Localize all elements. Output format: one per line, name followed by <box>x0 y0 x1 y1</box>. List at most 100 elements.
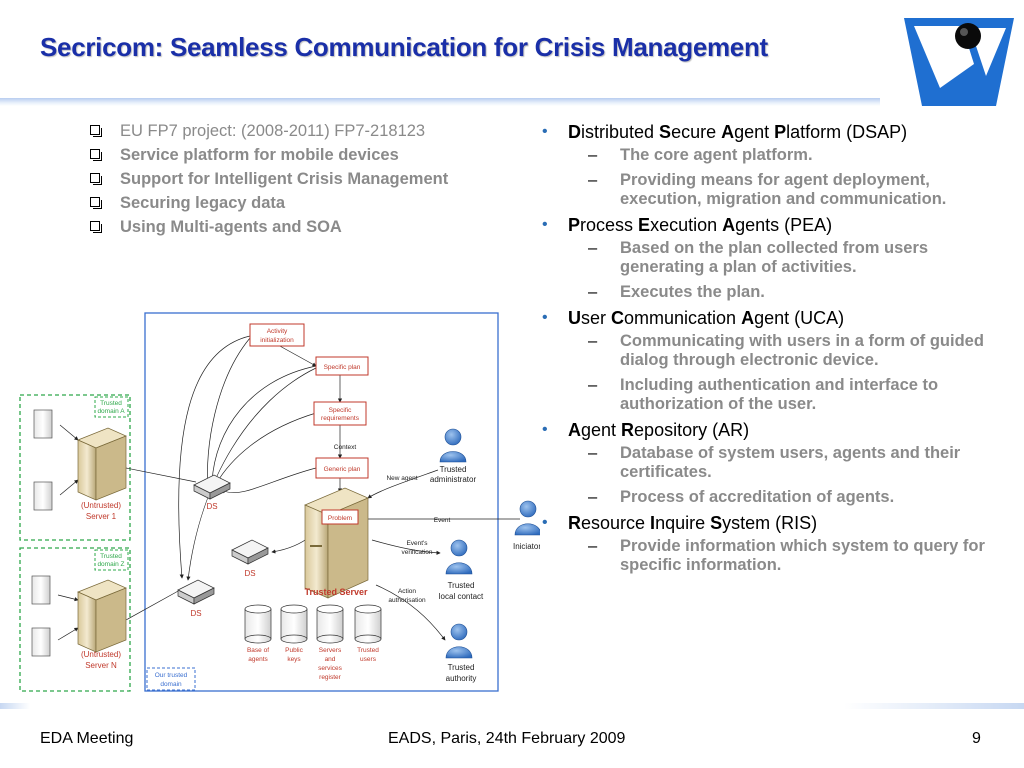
trusted-domain-a-label: Trusted <box>100 400 122 407</box>
eads-logo <box>904 18 1014 106</box>
footer-left: EDA Meeting <box>40 730 134 747</box>
checkbox-bullet-icon <box>90 221 102 233</box>
left-bullet: Securing legacy data <box>88 194 508 213</box>
svg-text:register: register <box>319 674 342 681</box>
component-detail: –Including authentication and interface … <box>588 376 939 413</box>
svg-text:domain Z: domain Z <box>97 561 124 568</box>
our-trusted-domain-label: Our trusted <box>155 672 188 679</box>
person-icon-local-contact <box>445 539 473 575</box>
untrusted-server-n-label: (Untrusted) <box>81 650 121 659</box>
svg-text:agents: agents <box>248 656 268 663</box>
action-authorisation-label: Action <box>398 588 416 595</box>
database-icon <box>244 604 272 644</box>
bullet-dot-icon: • <box>542 123 548 140</box>
bullet-dot-icon: • <box>542 421 548 438</box>
title-underline <box>0 98 880 106</box>
db-label-servers-register: Servers <box>319 647 342 654</box>
specific-plan-box: Specific plan <box>324 364 361 371</box>
person-icon-authority <box>445 623 473 659</box>
iniciator-label: Iniciator <box>513 542 540 551</box>
svg-text:domain A: domain A <box>97 408 125 415</box>
ds-label: DS <box>190 609 201 618</box>
activity-initialization-box: Activity <box>267 328 288 335</box>
untrusted-server-1-label: (Untrusted) <box>81 501 121 510</box>
specific-requirements-box: Specific <box>329 407 353 414</box>
svg-text:and: and <box>325 656 336 663</box>
left-bullet: EU FP7 project: (2008-2011) FP7-218123 <box>88 122 508 141</box>
ds-device-bottom <box>177 579 215 605</box>
context-label: Context <box>334 444 357 451</box>
component-item: •Process Execution Agents (PEA) <box>542 215 833 235</box>
trusted-authority-label: Trusted <box>448 663 475 672</box>
svg-text:initialization: initialization <box>260 337 294 344</box>
architecture-diagram: Trusted domain A Trusted domain Z Our tr… <box>19 312 540 692</box>
checkbox-bullet-icon <box>90 149 102 161</box>
ds-device-top <box>193 474 231 500</box>
database-icon <box>354 604 382 644</box>
trusted-domain-z-label: Trusted <box>100 553 122 560</box>
left-bullet: Using Multi-agents and SOA <box>88 218 508 237</box>
event-label: Event <box>434 517 451 524</box>
svg-text:authorisation: authorisation <box>388 597 426 604</box>
svg-text:Server N: Server N <box>85 661 117 670</box>
untrusted-server-n <box>77 579 127 653</box>
svg-text:requirements: requirements <box>321 415 360 422</box>
svg-text:domain: domain <box>160 681 182 688</box>
db-label-base-of-agents: Base of <box>247 647 269 654</box>
slide-title: Secricom: Seamless Communication for Cri… <box>40 32 768 62</box>
left-bullet: Support for Intelligent Crisis Managemen… <box>88 170 508 189</box>
ds-device-middle <box>231 539 269 565</box>
database-icon <box>316 604 344 644</box>
component-list: •Distributed Secure Agent Platform (DSAP… <box>540 122 1010 581</box>
component-detail: –Executes the plan. <box>588 283 765 301</box>
ds-label: DS <box>244 569 255 578</box>
events-verification-label: Event's <box>406 540 428 547</box>
checkbox-bullet-icon <box>90 125 102 137</box>
component-detail: –Communicating with users in a form of g… <box>588 332 984 369</box>
left-bullet-list: EU FP7 project: (2008-2011) FP7-218123 S… <box>88 122 508 242</box>
component-item: •Resource Inquire System (RIS) <box>542 513 818 533</box>
component-detail: –Database of system users, agents and th… <box>588 444 961 481</box>
svg-text:Server 1: Server 1 <box>86 512 117 521</box>
svg-text:users: users <box>360 656 377 663</box>
new-agent-label: New agent <box>386 475 417 482</box>
client-computer-icon <box>31 627 51 657</box>
bullet-dot-icon: • <box>542 309 548 326</box>
database-icon <box>280 604 308 644</box>
checkbox-bullet-icon <box>90 197 102 209</box>
svg-text:verification: verification <box>401 549 432 556</box>
svg-text:administrator: administrator <box>430 475 477 484</box>
component-item: •User Communication Agent (UCA) <box>542 308 845 328</box>
trusted-server-label: Trusted Server <box>304 587 368 597</box>
svg-text:authority: authority <box>446 674 477 683</box>
trusted-server <box>304 487 369 599</box>
component-item: •Agent Repository (AR) <box>542 420 750 440</box>
left-bullet: Service platform for mobile devices <box>88 146 508 165</box>
person-icon-administrator <box>439 428 467 463</box>
person-icon-iniciator <box>514 500 540 536</box>
component-detail: –Providing means for agent deployment, e… <box>588 171 947 208</box>
component-item: •Distributed Secure Agent Platform (DSAP… <box>542 122 908 142</box>
svg-text:services: services <box>318 665 343 672</box>
ds-label: DS <box>206 502 217 511</box>
page-number: 9 <box>972 730 981 747</box>
component-detail: –Provide information which system to que… <box>588 537 985 574</box>
untrusted-server-1 <box>77 427 127 501</box>
svg-text:local contact: local contact <box>439 592 484 601</box>
client-computer-icon <box>33 481 53 511</box>
bullet-dot-icon: • <box>542 216 548 233</box>
problem-box: Problem <box>328 515 352 522</box>
footer-divider <box>0 703 1024 709</box>
trusted-local-contact-label: Trusted <box>448 581 475 590</box>
component-detail: –Based on the plan collected from users … <box>588 239 929 276</box>
footer-center: EADS, Paris, 24th February 2009 <box>388 730 626 747</box>
bullet-dot-icon: • <box>542 514 548 531</box>
trusted-administrator-label: Trusted <box>440 465 467 474</box>
db-label-public-keys: Public <box>285 647 303 654</box>
client-computer-icon <box>31 575 51 605</box>
component-detail: –Process of accreditation of agents. <box>588 488 895 506</box>
db-label-trusted-users: Trusted <box>357 647 379 654</box>
generic-plan-box: Generic plan <box>324 466 361 473</box>
client-computer-icon <box>33 409 53 439</box>
svg-text:keys: keys <box>287 656 301 663</box>
